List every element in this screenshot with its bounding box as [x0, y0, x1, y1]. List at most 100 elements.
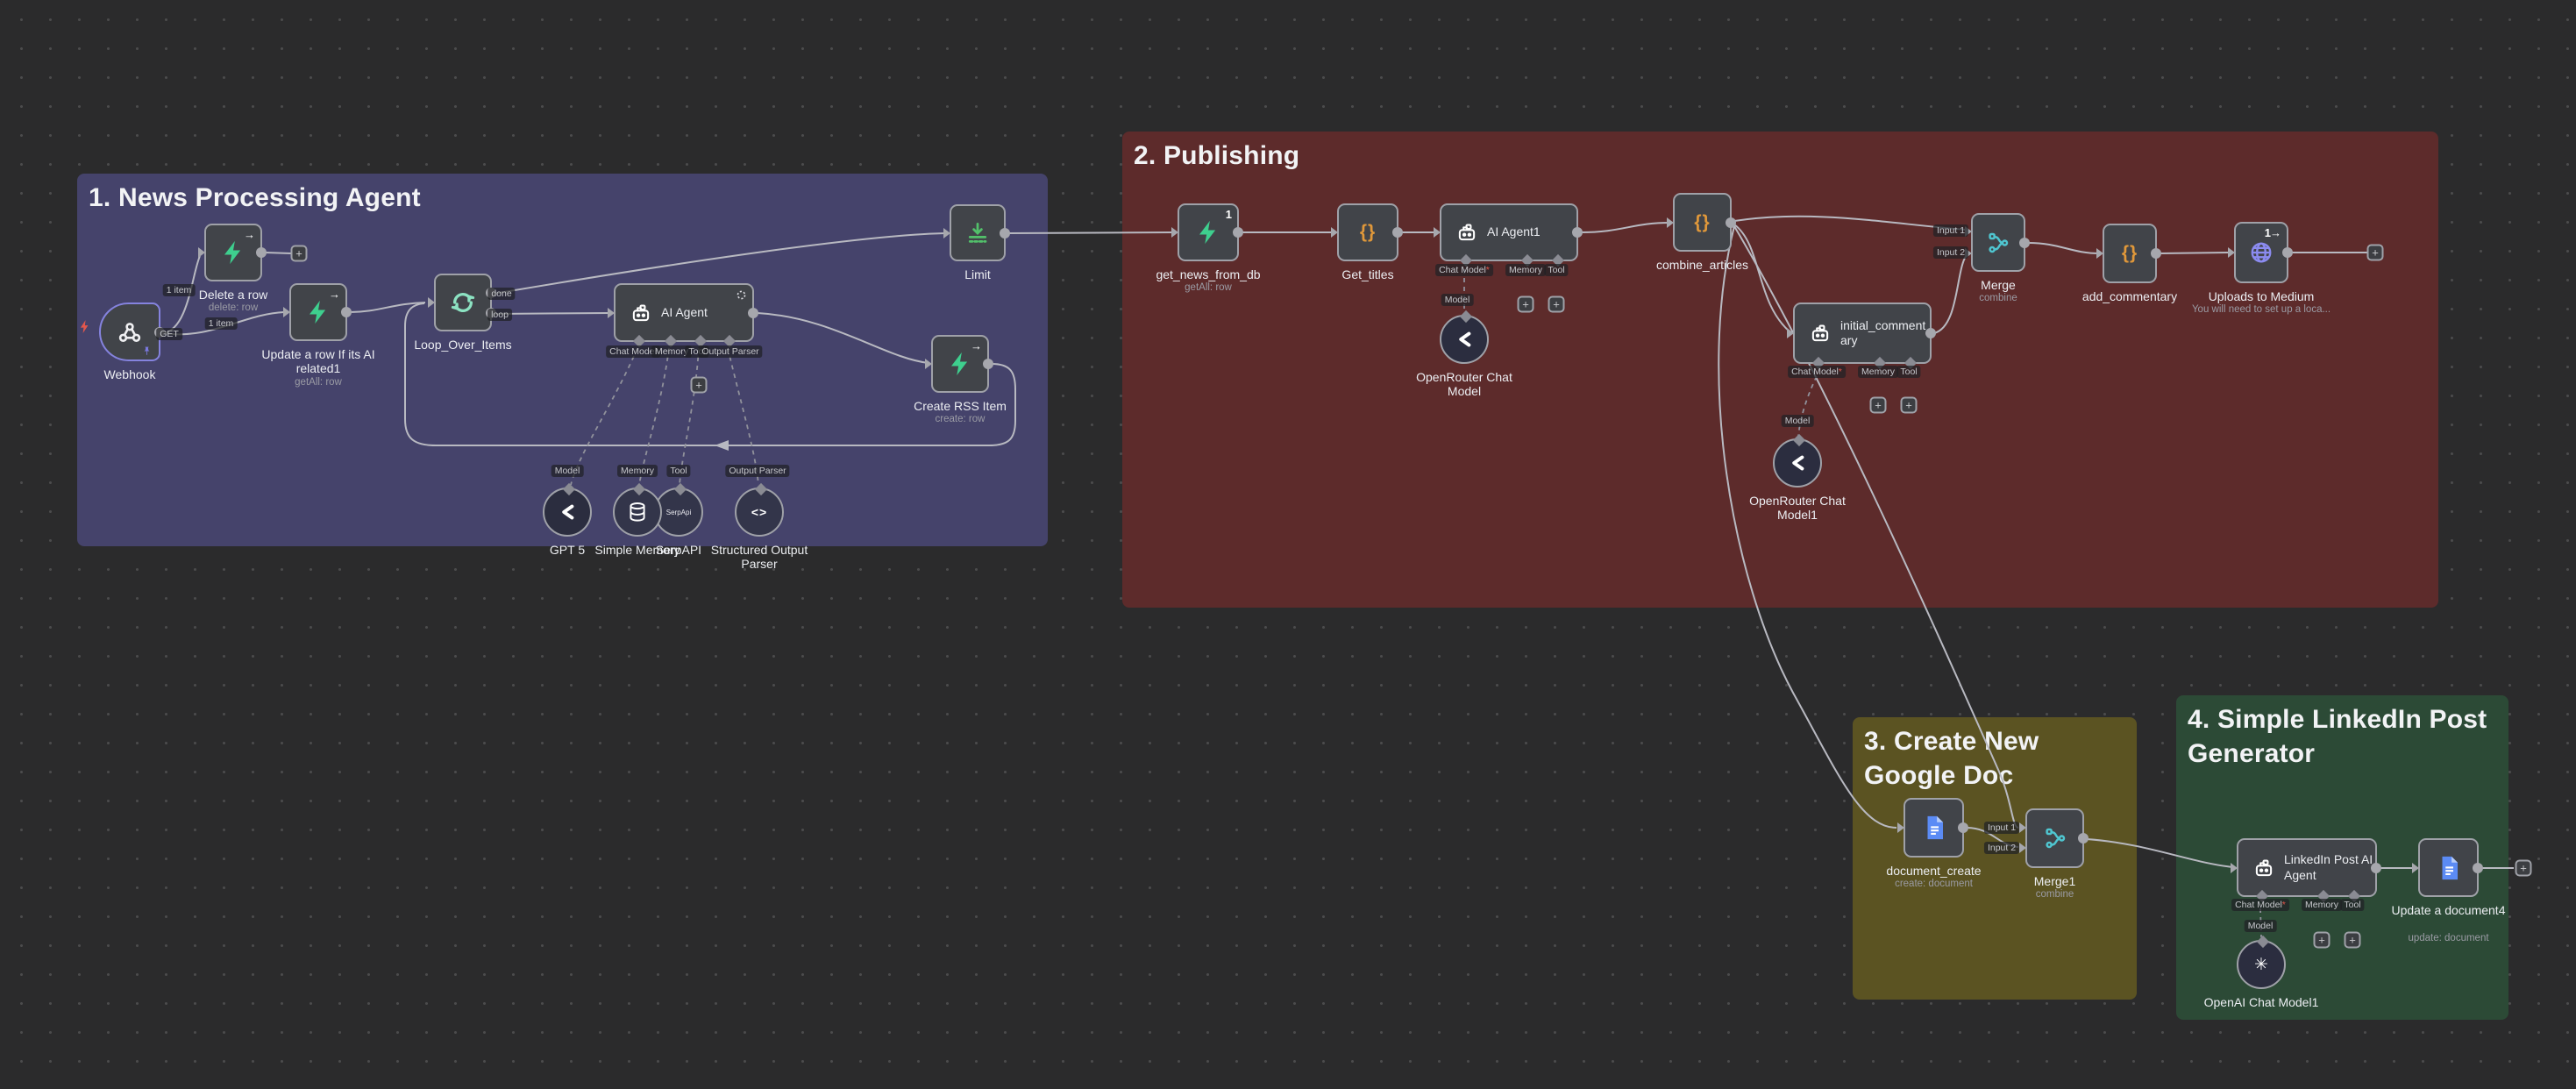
output-port[interactable] — [2078, 833, 2089, 843]
add-node-button[interactable]: + — [1548, 295, 1565, 313]
node-linkedin-post-ai-agent[interactable]: LinkedIn Post AI Agent — [2231, 838, 2381, 903]
connection-wire[interactable] — [757, 312, 929, 364]
input-port[interactable] — [428, 297, 440, 308]
input-port[interactable] — [2096, 248, 2109, 259]
node-add-commentary[interactable]: {}add_commentary — [2082, 224, 2177, 303]
input-port[interactable] — [2228, 247, 2240, 258]
node-structured-output-parser[interactable]: <>Structured Output Parser — [711, 482, 808, 571]
node-openrouter-chat-model1[interactable]: OpenRouter Chat Model1 — [1749, 433, 1846, 522]
node-ai-agent1[interactable]: AI Agent1 — [1434, 203, 1583, 267]
node-limit[interactable]: Limit — [943, 204, 1010, 281]
output-port[interactable] — [1392, 227, 1403, 238]
connection-wire[interactable] — [2086, 838, 2234, 868]
port-label-chip: Chat Model* — [1435, 264, 1493, 276]
input-port[interactable] — [1897, 822, 1910, 833]
output-port[interactable] — [1000, 227, 1010, 238]
input-port[interactable] — [1171, 227, 1184, 238]
input-port[interactable] — [2231, 862, 2243, 873]
connection-wire[interactable] — [1007, 231, 1176, 234]
add-node-button[interactable]: + — [1869, 396, 1887, 414]
input-port[interactable] — [925, 359, 937, 369]
output-port[interactable] — [2019, 237, 2030, 248]
input-port[interactable] — [1787, 328, 1799, 338]
node-initial-commentary[interactable]: initial_commentary — [1787, 302, 1936, 370]
connection-wire[interactable] — [349, 302, 426, 313]
connection-wire[interactable] — [1718, 225, 1897, 829]
chip-text: Input 2 — [1987, 843, 2017, 853]
output-port[interactable] — [341, 307, 352, 317]
output-port[interactable] — [1233, 227, 1243, 238]
output-port[interactable] — [2151, 248, 2161, 259]
output-port[interactable] — [1925, 328, 1936, 338]
node-loop-over-items[interactable]: Loop_Over_Items — [414, 274, 512, 352]
input-port[interactable] — [608, 307, 620, 318]
add-node-button[interactable]: + — [1517, 295, 1534, 313]
node-label: Update a row If its AI related1 — [261, 347, 375, 375]
add-node-button[interactable]: + — [1900, 396, 1918, 414]
connection-wire[interactable] — [493, 232, 949, 295]
output-port[interactable] — [983, 359, 993, 369]
add-node-button[interactable]: + — [690, 376, 708, 394]
node-get-titles[interactable]: {}Get_titles — [1331, 203, 1403, 281]
chip-text: Input 2 — [1936, 247, 1966, 258]
add-node-button[interactable]: + — [2515, 859, 2532, 877]
input-port[interactable] — [1331, 227, 1343, 238]
input-port[interactable] — [198, 247, 210, 258]
node-combine-articles[interactable]: {}combine_articles — [1656, 193, 1748, 272]
node-gpt5[interactable]: GPT 5 — [543, 482, 592, 557]
node-simple-memory[interactable]: Simple Memory — [594, 482, 680, 557]
add-node-button[interactable]: + — [290, 245, 308, 262]
input-port[interactable] — [2412, 862, 2424, 873]
input-port[interactable] — [1667, 217, 1679, 228]
input-port[interactable] — [1965, 225, 1977, 237]
section-title: 3. Create New Google Doc — [1864, 727, 2039, 790]
output-port[interactable] — [1726, 217, 1736, 228]
input-port[interactable] — [1434, 227, 1446, 238]
node-ai-agent[interactable]: AI Agent — [608, 283, 758, 348]
output-port[interactable] — [748, 307, 758, 318]
connection-wire[interactable] — [1733, 224, 1791, 333]
connection-wire[interactable] — [1933, 253, 1969, 334]
node-openrouter-chat-model[interactable]: OpenRouter Chat Model — [1416, 310, 1512, 398]
connection-wire[interactable] — [1580, 222, 1671, 233]
input-port[interactable] — [943, 227, 956, 238]
node-label: OpenAI Chat Model1 — [2203, 995, 2319, 1009]
port-label-chip: done — [487, 288, 516, 300]
node-label: Limit — [964, 267, 991, 281]
connection-wire[interactable] — [727, 347, 759, 486]
input-port[interactable] — [2019, 822, 2032, 833]
output-port[interactable] — [1572, 227, 1583, 238]
connection-wire[interactable] — [1797, 375, 1818, 437]
add-node-button[interactable]: + — [2344, 931, 2361, 949]
chip-text: loop — [491, 310, 509, 320]
connection-wire[interactable] — [570, 347, 638, 486]
section-title: 1. News Processing Agent — [89, 183, 421, 212]
openai-icon: ✳ — [2254, 955, 2268, 974]
connection-wire[interactable] — [2027, 242, 2101, 254]
connection-wire[interactable] — [404, 302, 1016, 446]
connection-wire[interactable] — [638, 347, 670, 486]
input-port[interactable] — [2019, 843, 2032, 853]
input-port[interactable] — [1965, 247, 1977, 259]
connection-wire[interactable] — [1733, 215, 1968, 231]
input-port[interactable] — [283, 307, 295, 317]
add-node-button[interactable]: + — [2366, 244, 2384, 261]
output-port[interactable] — [2282, 247, 2293, 258]
node-openai-chat-model1[interactable]: ✳ OpenAI Chat Model1 — [2204, 935, 2318, 1009]
node-webhook[interactable]: Webhook — [99, 302, 165, 381]
output-port[interactable] — [2371, 862, 2381, 873]
output-port[interactable] — [1958, 822, 1968, 833]
output-port[interactable] — [256, 247, 267, 258]
output-port[interactable] — [2473, 862, 2483, 873]
add-node-button[interactable]: + — [2313, 931, 2330, 949]
